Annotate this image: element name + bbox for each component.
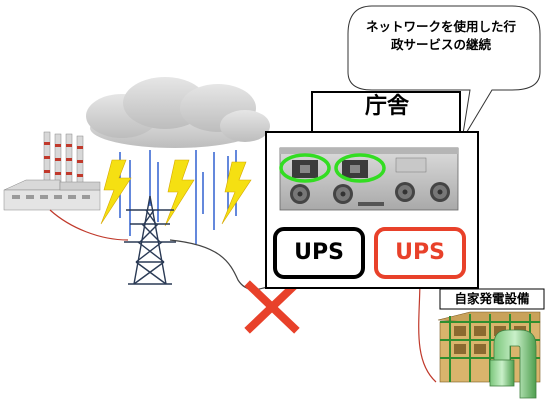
- transmission-tower-icon: [124, 195, 176, 285]
- ups-normal-label: UPS: [294, 240, 344, 265]
- failure-x-icon: [244, 280, 300, 334]
- speech-bubble: [347, 5, 541, 141]
- rain-lines: [119, 150, 237, 244]
- office-title: 庁舎: [364, 94, 409, 119]
- storm-cloud-icon: [86, 77, 270, 148]
- generator-building-icon: [437, 311, 541, 399]
- bubble-caption-line2: 政サービスの継続: [390, 37, 491, 52]
- ups-box-normal: [273, 227, 365, 279]
- ups-box-backup: [374, 227, 466, 279]
- generator-label-box: [439, 288, 545, 310]
- generator-title: 自家発電設備: [454, 291, 530, 306]
- bubble-caption-line1: ネットワークを使用した行: [365, 19, 516, 34]
- server-rack-icon: [279, 147, 459, 211]
- ups-backup-label: UPS: [395, 240, 445, 265]
- power-supply-highlight: [279, 153, 386, 183]
- power-plant-icon: [3, 131, 101, 211]
- bubble-caption: ネットワークを使用した行 政サービスの継続: [352, 18, 530, 54]
